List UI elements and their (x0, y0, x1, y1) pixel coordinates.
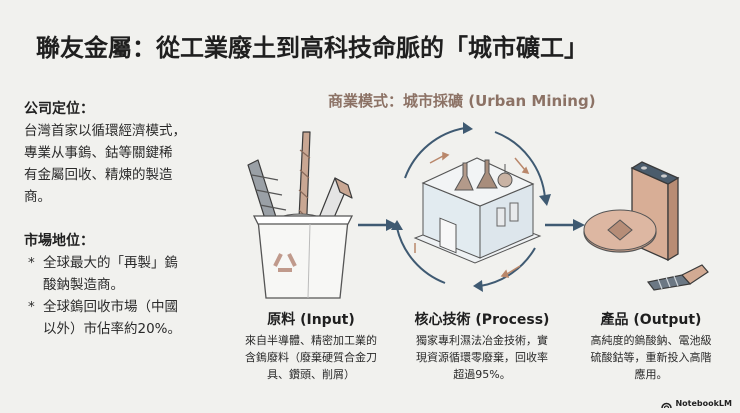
arrow-right-icon (545, 219, 585, 231)
step-heading: 核心技術 (Process) (414, 312, 550, 328)
bullet-line: 以外）市佔率約20%。 (43, 321, 182, 337)
bullet-line: 全球最大的「再製」鎢 (43, 255, 178, 271)
step-description: 高純度的鎢酸鈉、電池級 硫酸鈷等，重新投入高階 應用。 (566, 332, 736, 383)
bullet-line: 酸鈉製造商。 (43, 277, 124, 293)
step-output: 產品 (Output) 高純度的鎢酸鈉、電池級 硫酸鈷等，重新投入高階 應用。 (566, 310, 736, 383)
company-heading: 公司定位： (24, 101, 94, 117)
market-heading: 市場地位： (24, 233, 94, 249)
market-bullets: * 全球最大的「再製」鎢 酸鈉製造商。 * 全球鎢回收市場（中國 以外）市佔率約… (24, 252, 224, 340)
step-line: 應用。 (634, 368, 668, 381)
company-info-panel: 公司定位： 台灣首家以循環經濟模式， 專業从事鎢、鈷等關鍵稀 有金屬回收、精煉的… (24, 98, 224, 340)
recycle-bin-with-drill-bits-icon (247, 131, 354, 299)
brand-label: NotebookLM (675, 399, 732, 408)
business-model-title: 商業模式：城市採礦 (Urban Mining) (328, 92, 596, 110)
step-description: 來自半導體、精密加工業的 含鎢廢料（廢棄硬質合金刀 具、鑽頭、削屑） (226, 332, 396, 383)
company-line: 有金屬回收、精煉的製造 (24, 167, 173, 183)
market-bullet: * 全球鎢回收市場（中國 以外）市佔率約20%。 (24, 296, 224, 340)
bullet-star-icon: * (28, 255, 35, 271)
step-input: 原料 (Input) 來自半導體、精密加工業的 含鎢廢料（廢棄硬質合金刀 具、鑽… (226, 310, 396, 383)
step-line: 高純度的鎢酸鈉、電池級 (590, 334, 712, 347)
bullet-star-icon: * (28, 299, 35, 315)
company-body: 台灣首家以循環經濟模式， 專業从事鎢、鈷等關鍵稀 有金屬回收、精煉的製造 商。 (24, 120, 224, 208)
step-line: 現資源循環零廢棄，回收率 (416, 351, 548, 364)
step-heading: 產品 (Output) (600, 312, 702, 328)
bullet-line: 全球鎢回收市場（中國 (43, 299, 178, 315)
company-line: 台灣首家以循環經濟模式， (24, 123, 186, 139)
step-process: 核心技術 (Process) 獨家專利濕法冶金技術，實 現資源循環零廢棄，回收率… (397, 310, 567, 383)
step-line: 含鎢廢料（廢棄硬質合金刀 (245, 351, 377, 364)
step-line: 硫酸鈷等，重新投入高階 (590, 351, 712, 364)
arrow-right-icon (358, 219, 398, 231)
company-line: 商。 (24, 189, 51, 205)
market-bullet: * 全球最大的「再製」鎢 酸鈉製造商。 (24, 252, 224, 296)
company-line: 專業从事鎢、鈷等關鍵稀 (24, 145, 173, 161)
step-line: 獨家專利濕法冶金技術，實 (416, 334, 548, 347)
notebooklm-brand: NotebookLM (661, 399, 732, 408)
page-title: 聯友金屬：從工業廢土到高科技命脈的「城市礦工」 (36, 34, 588, 62)
step-heading: 原料 (Input) (267, 312, 355, 328)
battery-chip-drill-icon (583, 161, 709, 291)
step-description: 獨家專利濕法冶金技術，實 現資源循環零廢棄，回收率 超過95%。 (397, 332, 567, 383)
step-line: 具、鑽頭、削屑） (267, 368, 355, 381)
chemical-plant-cycle-icon (391, 122, 551, 292)
notebooklm-logo-icon (661, 402, 673, 408)
step-line: 來自半導體、精密加工業的 (245, 334, 377, 347)
step-line: 超過95%。 (453, 368, 511, 381)
